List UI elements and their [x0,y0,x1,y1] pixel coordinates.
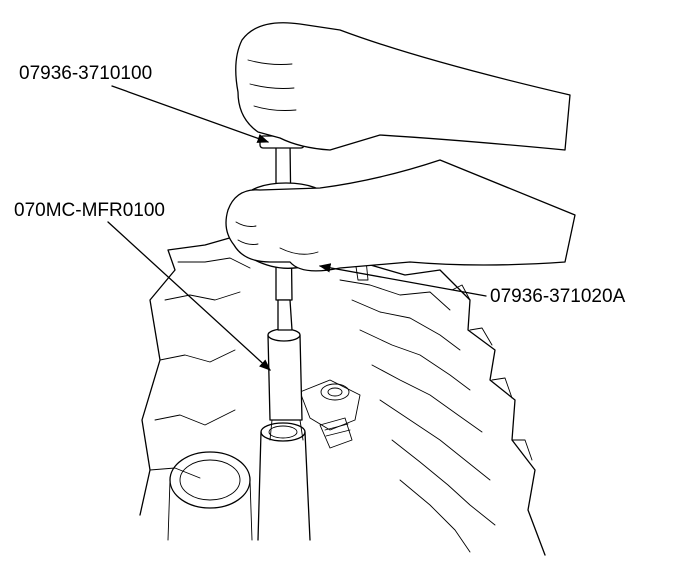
top-hand [235,22,571,151]
leader-line-07936-371020a [318,263,487,297]
callout-label-07936-371020a: 07936-371020A [490,286,626,307]
callout-label-070mc-mfr0100: 070MC-MFR0100 [14,200,165,221]
leader-line-07936-3710100 [111,85,270,143]
callout-label-07936-3710100: 07936-3710100 [19,63,153,84]
bottom-hand [225,159,576,272]
transmission-housing [139,234,546,556]
remover-attachment [267,299,304,441]
leader-line-070mc-mfr0100 [107,221,271,371]
